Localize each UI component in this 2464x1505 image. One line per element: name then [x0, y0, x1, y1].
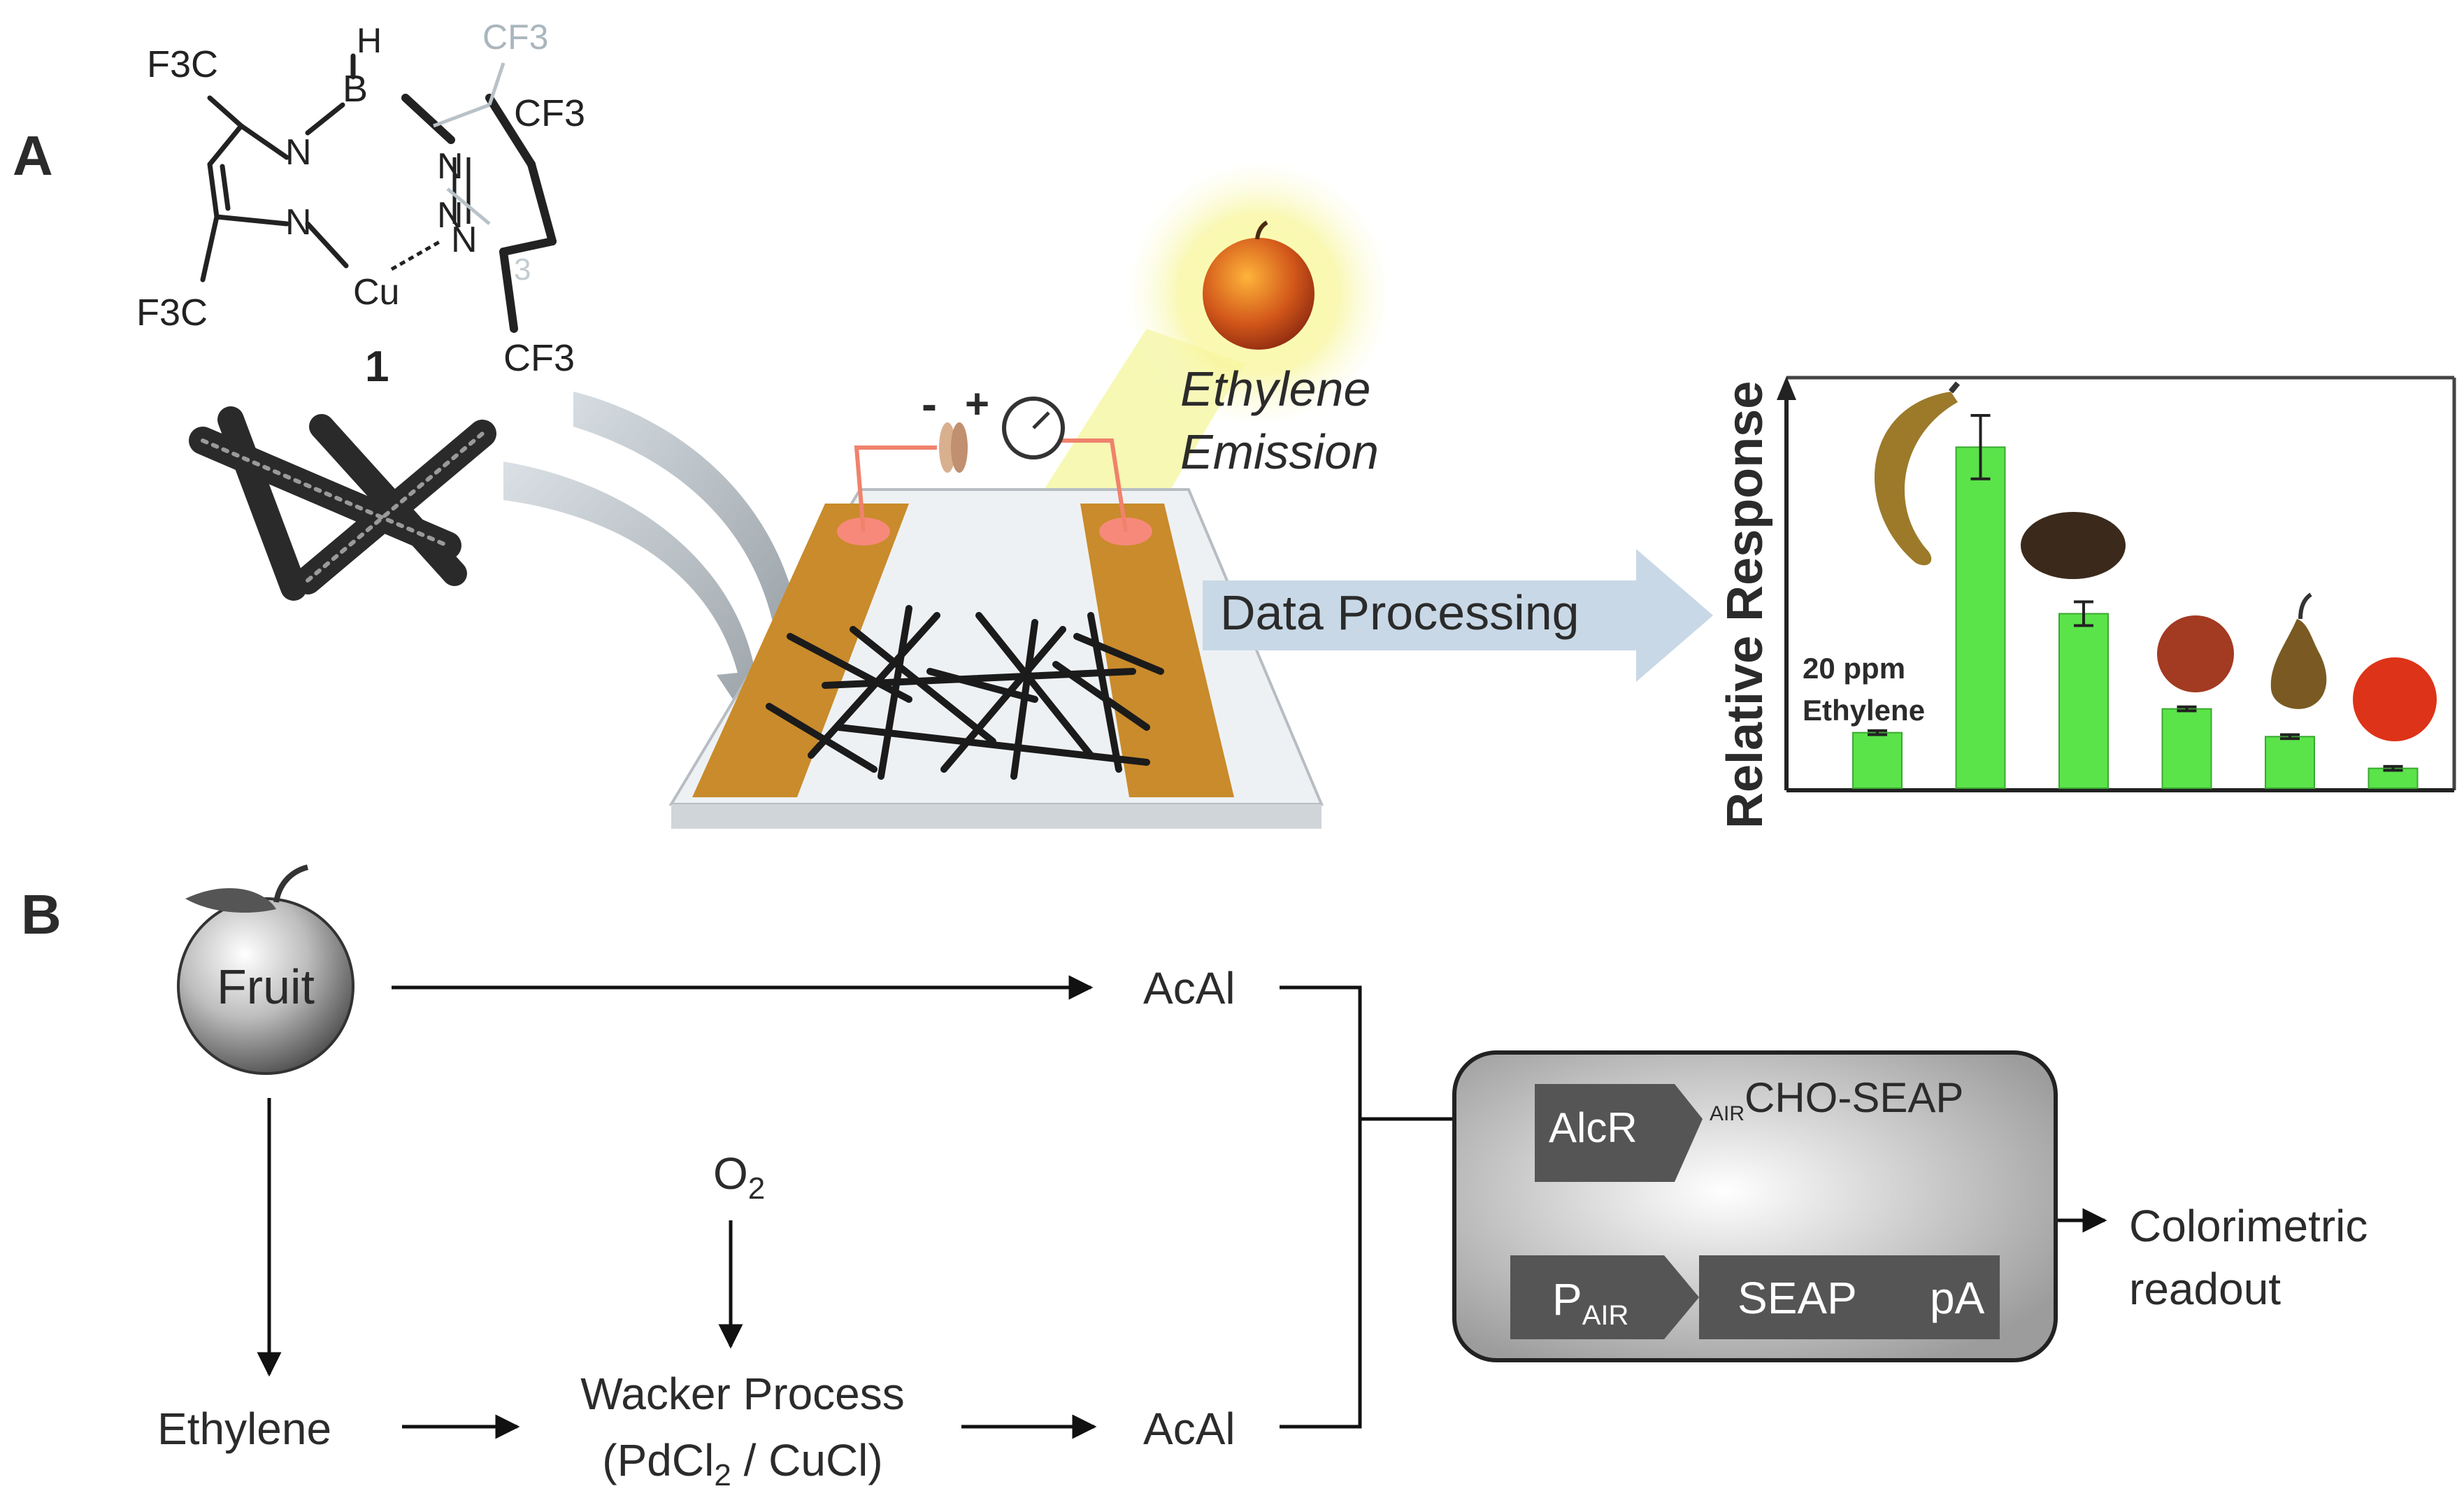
atom-n4: N: [437, 195, 464, 236]
battery-minus-sign: -: [922, 378, 937, 429]
avocado-icon: [2021, 512, 2126, 579]
data-processing-label: Data Processing: [1220, 585, 1580, 640]
wacker-catalyst-subscript: 2: [714, 1458, 731, 1492]
wacker-process-title: Wacker Process: [580, 1369, 905, 1419]
bar-3: [2161, 708, 2212, 789]
engineered-cell-box: [1452, 1050, 2058, 1362]
atom-n3: N: [437, 146, 464, 187]
orange-icon: [2353, 657, 2437, 741]
data-processing-arrow: [1203, 549, 1713, 682]
y-axis-label: Relative Response: [1717, 381, 1773, 829]
y-axis-arrowhead: [1777, 376, 1796, 400]
wacker-catalyst-pdcl: (PdCl: [602, 1435, 714, 1485]
pear-icon: [2270, 592, 2327, 709]
atom-cf3-bottom: CF3: [503, 337, 575, 379]
alcr-block: [1535, 1084, 1703, 1182]
error-bar-0: [1868, 729, 1887, 736]
oxygen-label: O2: [713, 1148, 765, 1206]
panel-b-label: B: [21, 883, 62, 946]
oxygen-subscript: 2: [748, 1171, 765, 1206]
emitting-apple-icon: [1203, 238, 1315, 350]
seap-label: SEAP: [1738, 1273, 1857, 1323]
reference-annotation-line1: 20 ppm: [1803, 652, 1905, 685]
acal-bottom-label: AcAl: [1143, 1404, 1235, 1454]
alcr-label: AlcR: [1549, 1104, 1638, 1151]
fruit-node: [177, 864, 354, 1075]
nanotube-network: [766, 605, 1164, 780]
compound-number: 1: [365, 343, 389, 391]
atom-n1: N: [285, 132, 312, 173]
bar-1: [1955, 446, 2006, 789]
oxygen-symbol: O: [713, 1148, 748, 1199]
readout-line2: readout: [2129, 1264, 2281, 1314]
error-bar-5: [2383, 764, 2403, 772]
ethylene-emission-line1: Ethylene: [1180, 362, 1370, 416]
ethylene-label: Ethylene: [157, 1404, 331, 1454]
ethylene-emission-line2: Emission: [1180, 425, 1379, 479]
polya-label: pA: [1930, 1273, 1985, 1323]
copper-complex-structure: F3C H B CF3 CF3 N N N N N Cu F3C CF3 3 1: [136, 17, 585, 391]
error-bar-1: [1970, 414, 1991, 480]
bar-2: [2058, 613, 2109, 790]
atom-b: B: [343, 68, 368, 110]
banana-icon: [1874, 381, 1961, 566]
acal-top-label: AcAl: [1143, 963, 1235, 1013]
bar-4: [2265, 736, 2315, 790]
atom-n2: N: [285, 202, 312, 243]
bar-0: [1852, 732, 1903, 789]
seap-block: [1699, 1255, 2000, 1339]
panel-a-label: A: [13, 124, 53, 187]
fruit-label: Fruit: [217, 960, 315, 1014]
carbon-nanotube-illustration: [189, 406, 496, 601]
atom-cf3-ghost: CF3: [482, 17, 548, 57]
battery-plus-sign: +: [965, 380, 989, 427]
error-bar-3: [2177, 705, 2197, 713]
atom-h: H: [357, 21, 382, 60]
wacker-catalysts: (PdCl2 / CuCl): [602, 1435, 882, 1492]
promoter-label: PAIR: [1552, 1274, 1628, 1331]
chemiresistor-device: [668, 161, 1391, 829]
wacker-catalyst-cucl: / CuCl): [731, 1435, 883, 1485]
apple-icon: [2157, 615, 2234, 692]
atom-cu: Cu: [353, 272, 399, 313]
promoter-p: P: [1552, 1274, 1582, 1325]
atom-cf3-right: CF3: [514, 92, 585, 134]
cell-line-subscript: AIR: [1710, 1102, 1745, 1125]
atom-ghost-subscript: 3: [514, 252, 531, 287]
promoter-block: [1510, 1255, 1699, 1339]
error-bar-4: [2280, 733, 2300, 741]
atom-n5: N: [451, 220, 478, 260]
atom-f3c-bottom: F3C: [136, 292, 208, 334]
cell-line-label: CHO-SEAP: [1745, 1074, 1963, 1121]
error-bar-2: [2074, 600, 2093, 627]
acal-merge-bracket: [1280, 985, 1362, 1429]
relative-response-chart: [1777, 376, 2456, 792]
promoter-subscript: AIR: [1582, 1300, 1629, 1331]
atom-f3c-top: F3C: [147, 43, 218, 85]
readout-line1: Colorimetric: [2129, 1201, 2368, 1251]
cell-line-name: AIRCHO-SEAP: [1710, 1074, 1963, 1125]
reference-annotation-line2: Ethylene: [1803, 694, 1925, 727]
